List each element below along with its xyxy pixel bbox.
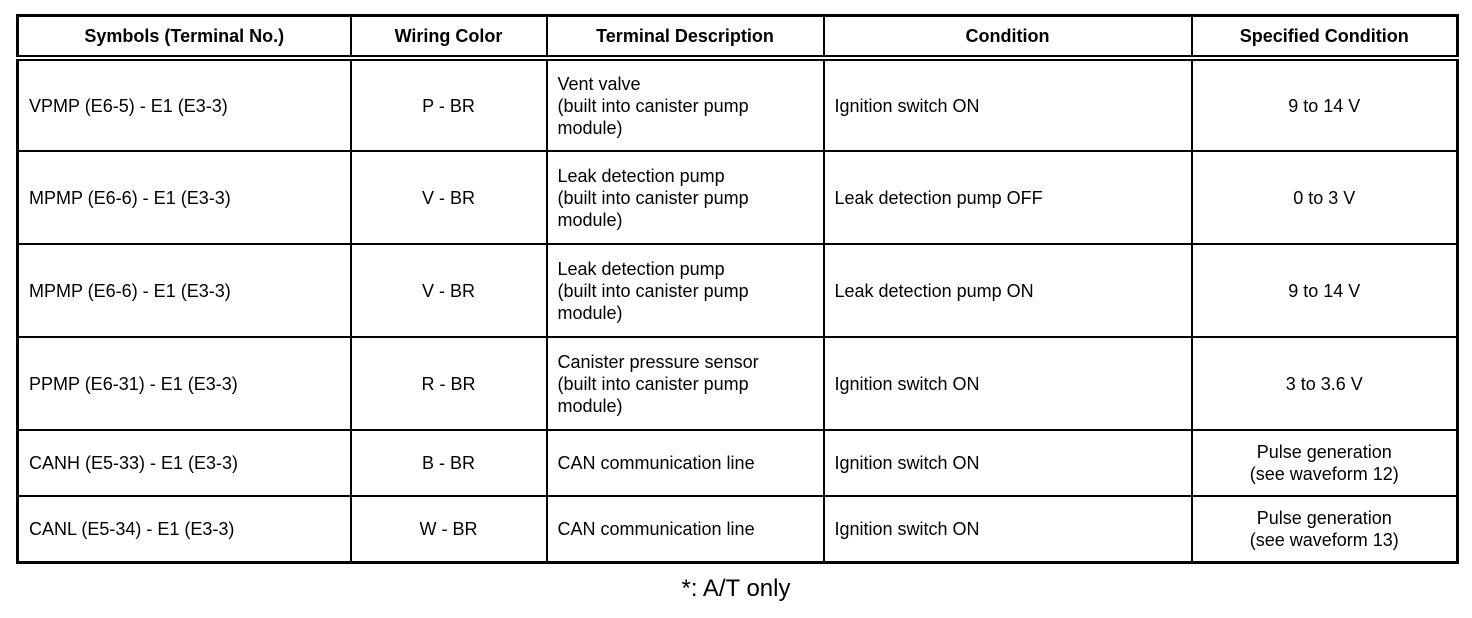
cell-specified-condition: Pulse generation (see waveform 13) (1190, 495, 1459, 563)
cell-wiring-color: V - BR (349, 243, 548, 338)
terminal-spec-table: Symbols (Terminal No.) Wiring Color Term… (16, 14, 1459, 564)
cell-condition: Leak detection pump ON (822, 243, 1193, 338)
cell-terminal-description: CAN communication line (545, 429, 825, 497)
cell-wiring-color: B - BR (349, 429, 548, 497)
cell-specified-condition: 9 to 14 V (1190, 243, 1459, 338)
cell-terminal-description: Canister pressure sensor (built into can… (545, 336, 825, 431)
cell-condition: Ignition switch ON (822, 429, 1193, 497)
header-terminal-description: Terminal Description (545, 14, 825, 61)
header-wiring-color: Wiring Color (349, 14, 548, 61)
table-header: Symbols (Terminal No.) Wiring Color Term… (16, 14, 1459, 61)
cell-condition: Ignition switch ON (822, 57, 1193, 152)
cell-wiring-color: V - BR (349, 150, 548, 245)
cell-symbols: VPMP (E6-5) - E1 (E3-3) (16, 57, 352, 152)
cell-symbols: CANL (E5-34) - E1 (E3-3) (16, 495, 352, 563)
cell-condition: Ignition switch ON (822, 495, 1193, 563)
cell-specified-condition: Pulse generation (see waveform 12) (1190, 429, 1459, 497)
cell-terminal-description: Leak detection pump (built into canister… (545, 243, 825, 338)
cell-condition: Ignition switch ON (822, 336, 1193, 431)
header-specified-condition: Specified Condition (1190, 14, 1459, 61)
header-condition: Condition (822, 14, 1193, 61)
cell-terminal-description: Vent valve (built into canister pump mod… (545, 57, 825, 152)
footnote: *: A/T only (681, 575, 791, 602)
cell-wiring-color: P - BR (349, 57, 548, 152)
cell-specified-condition: 3 to 3.6 V (1190, 336, 1459, 431)
cell-symbols: CANH (E5-33) - E1 (E3-3) (16, 429, 352, 497)
cell-specified-condition: 0 to 3 V (1190, 150, 1459, 245)
cell-terminal-description: Leak detection pump (built into canister… (545, 150, 825, 245)
cell-symbols: PPMP (E6-31) - E1 (E3-3) (16, 336, 352, 431)
cell-condition: Leak detection pump OFF (822, 150, 1193, 245)
cell-terminal-description: CAN communication line (545, 495, 825, 563)
cell-symbols: MPMP (E6-6) - E1 (E3-3) (16, 150, 352, 245)
cell-symbols: MPMP (E6-6) - E1 (E3-3) (16, 243, 352, 338)
cell-wiring-color: R - BR (349, 336, 548, 431)
cell-wiring-color: W - BR (349, 495, 548, 563)
header-symbols: Symbols (Terminal No.) (16, 14, 352, 61)
cell-specified-condition: 9 to 14 V (1190, 57, 1459, 152)
header-row: Symbols (Terminal No.) Wiring Color Term… (16, 14, 1459, 61)
